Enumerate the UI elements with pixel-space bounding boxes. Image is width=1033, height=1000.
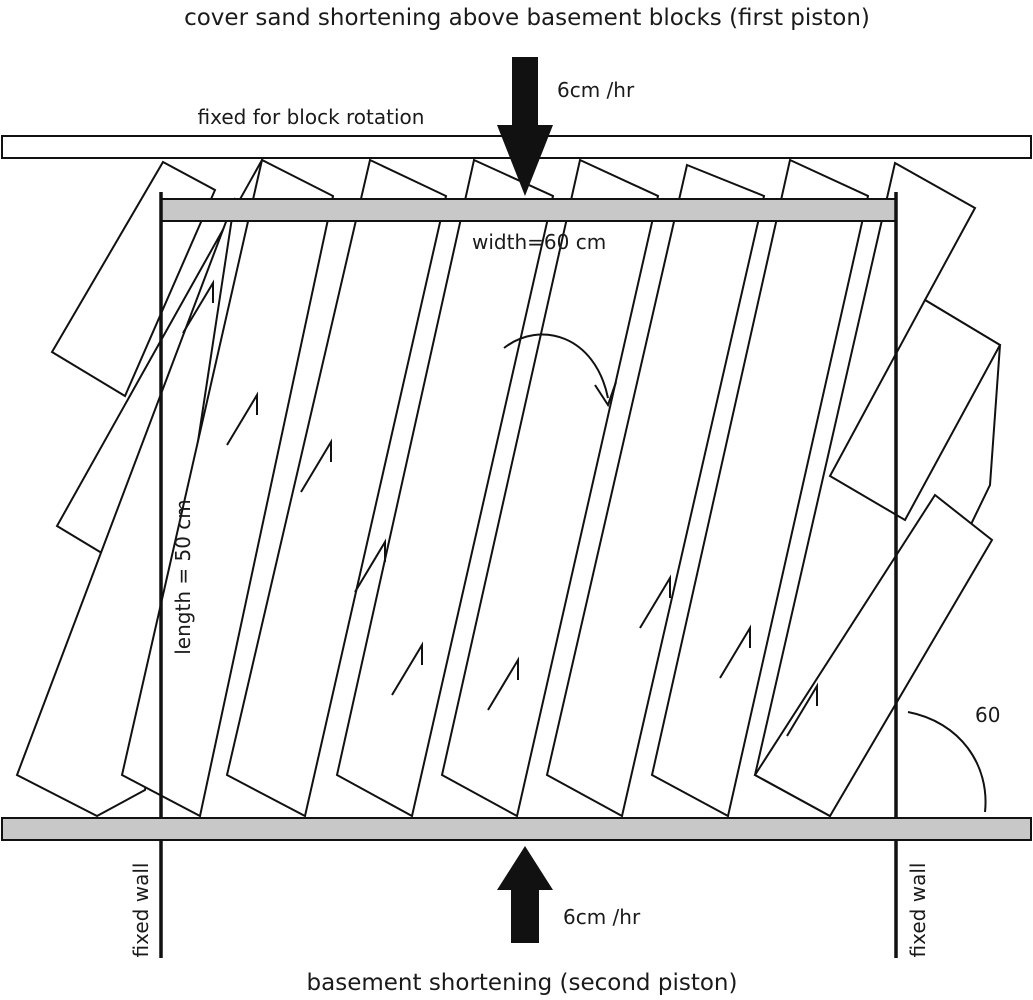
second-piston-bar <box>1 817 1032 841</box>
slip-arrow-icon <box>226 391 258 446</box>
slip-arrow-icon <box>182 279 214 334</box>
arrow-down-icon <box>497 57 553 196</box>
title-bottom: basement shortening (second piston) <box>307 970 738 996</box>
top-bar-label: fixed for block rotation <box>198 105 425 129</box>
slip-arrow-icon <box>487 656 519 711</box>
basement-block <box>753 493 994 818</box>
wall-right-label: fixed wall <box>906 863 930 958</box>
angle-arc <box>907 711 987 813</box>
basement-block <box>440 158 660 818</box>
rotation-arrow-icon <box>503 333 617 408</box>
width-label: width=60 cm <box>472 230 606 254</box>
basement-block <box>545 163 766 818</box>
arrow-up-icon <box>497 846 553 943</box>
slip-arrow-icon <box>786 682 818 737</box>
basement-block <box>828 298 1002 522</box>
slip-arrows <box>182 279 818 737</box>
slip-arrow-icon <box>639 574 671 629</box>
rate-top-label: 6cm /hr <box>557 78 635 102</box>
first-piston-bar <box>160 198 897 222</box>
basement-block <box>120 158 335 818</box>
angle-label: 60 <box>975 703 1000 727</box>
slip-arrow-icon <box>719 624 751 679</box>
wall-left-label: fixed wall <box>129 863 153 958</box>
slip-arrow-icon <box>354 538 386 593</box>
title-top: cover sand shortening above basement blo… <box>184 5 870 31</box>
basement-block <box>225 158 448 818</box>
slip-arrow-icon <box>300 438 332 493</box>
basement-blocks <box>15 158 1002 818</box>
slip-arrow-icon <box>391 641 423 696</box>
length-label: length = 50 cm <box>171 499 195 655</box>
basement-block <box>650 158 870 818</box>
rate-bottom-label: 6cm /hr <box>563 905 641 929</box>
